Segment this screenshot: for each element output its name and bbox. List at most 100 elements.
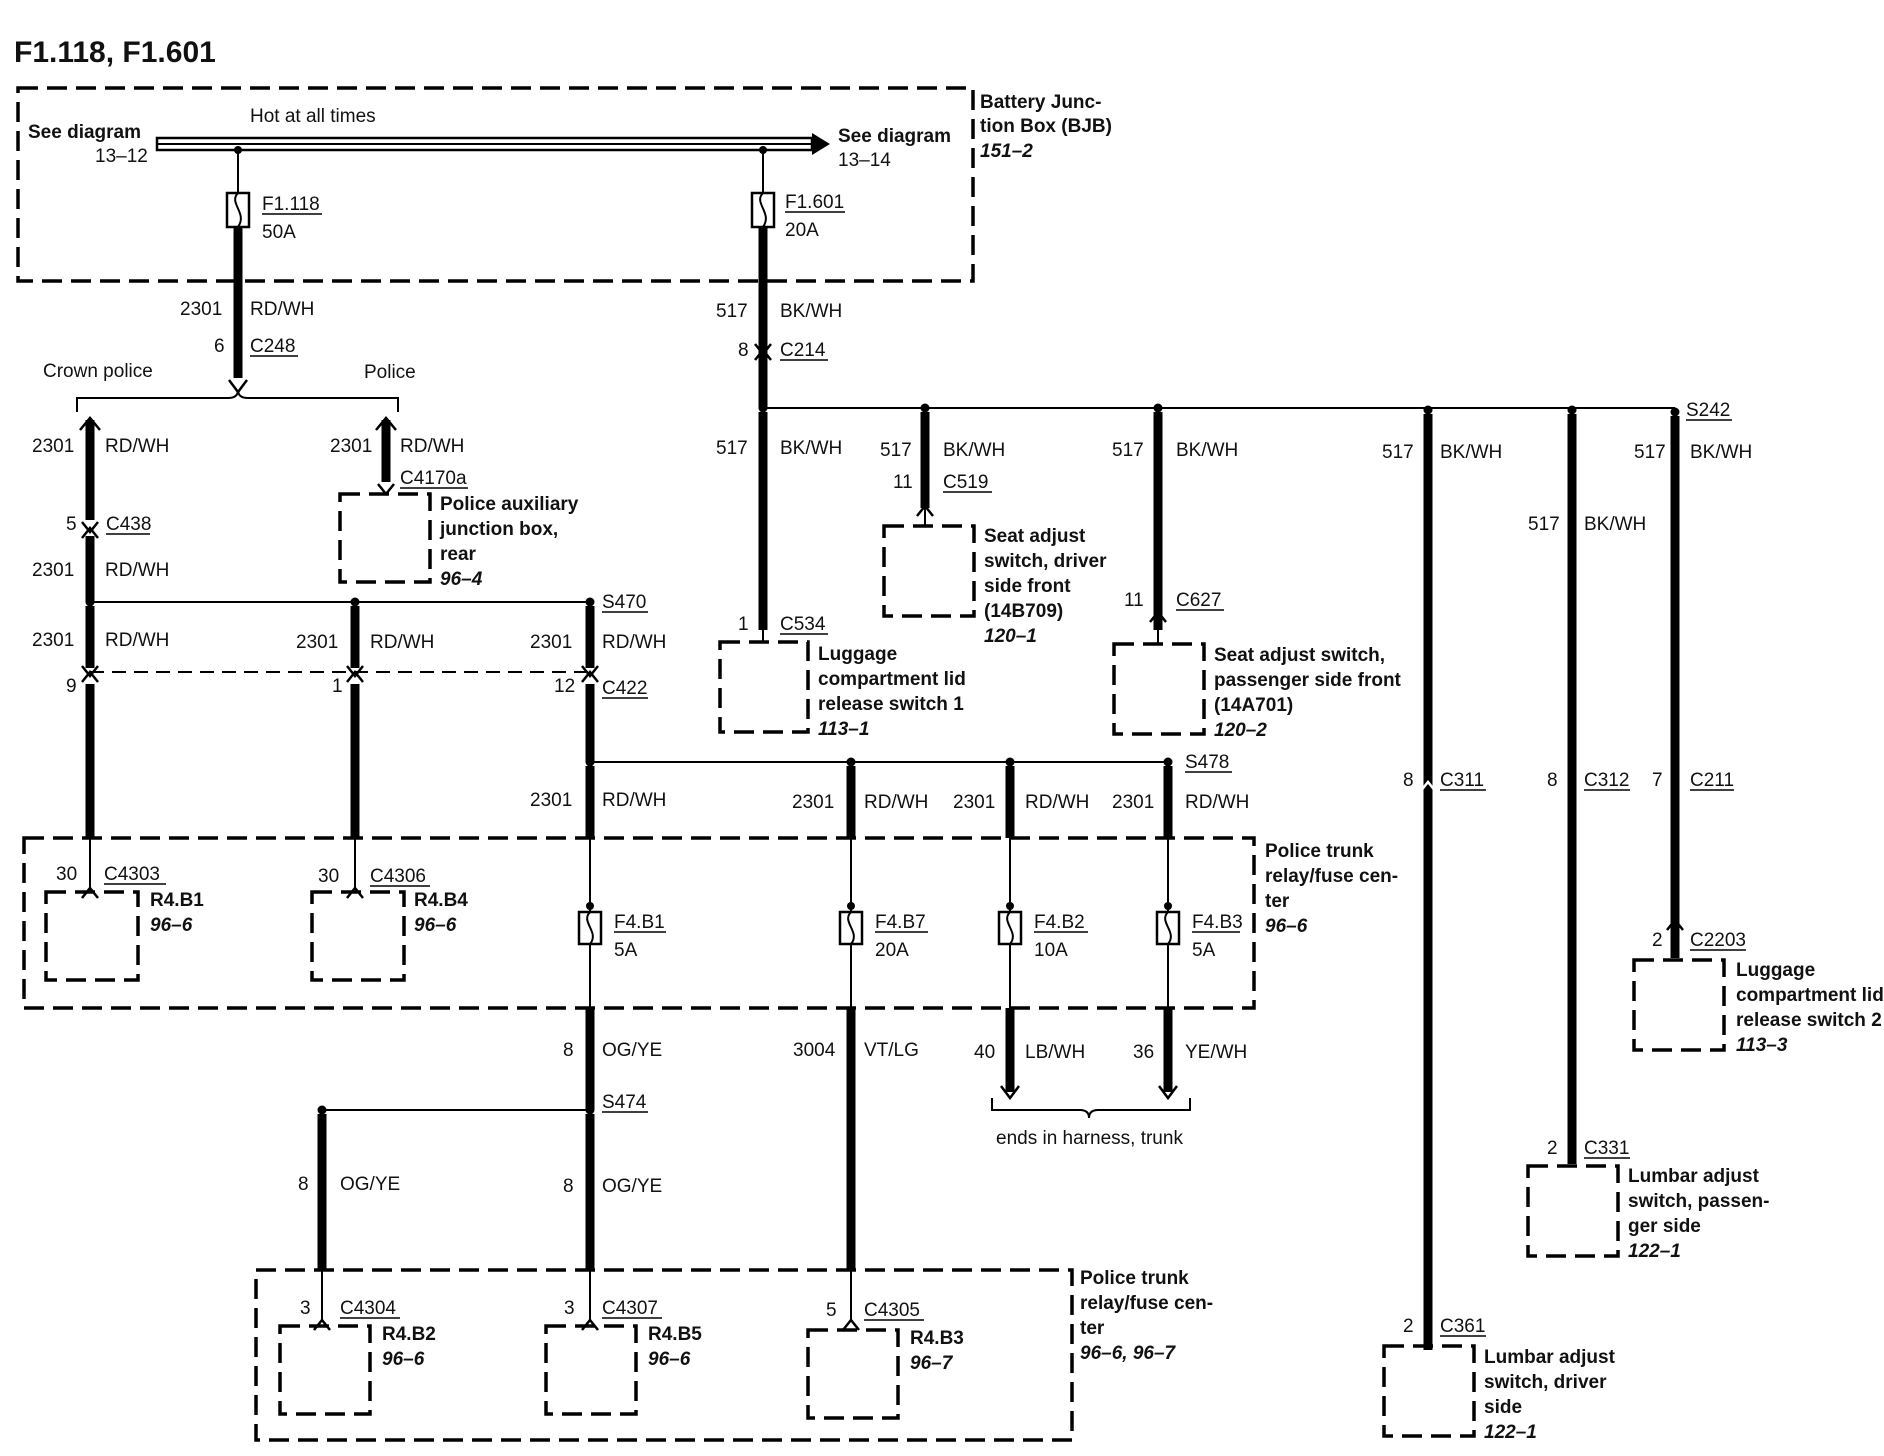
wire-num: 8 (563, 1040, 574, 1061)
luggage-switch-2-label: Luggage compartment lid release switch 2… (1736, 960, 1884, 1056)
c627-id: C627 (1176, 590, 1221, 611)
wire-num: 517 (716, 438, 748, 459)
wire-num: 2301 (32, 436, 74, 457)
wire-color: RD/WH (602, 632, 666, 653)
c312-id: C312 (1584, 770, 1629, 791)
fuse-f4b2-amp: 10A (1034, 940, 1068, 961)
see-diagram-left: See diagram (28, 122, 141, 143)
svg-text:side front: side front (984, 576, 1071, 597)
c4170a-id: C4170a (400, 468, 467, 489)
c534-id: C534 (780, 614, 826, 635)
relay-r4b5-id: R4.B5 (648, 1324, 702, 1345)
svg-text:compartment lid: compartment lid (1736, 985, 1884, 1006)
c211-id: C211 (1690, 770, 1734, 791)
see-diagram-right-ref: 13–14 (838, 150, 891, 171)
wire-num: 2301 (530, 632, 572, 653)
pajb-box (338, 492, 432, 584)
c331-id: C331 (1584, 1138, 1629, 1159)
bus-label: Hot at all times (250, 106, 376, 127)
svg-text:Luggage: Luggage (818, 644, 897, 665)
see-diagram-left-ref: 13–12 (95, 146, 148, 167)
wire-num: 2301 (1112, 792, 1154, 813)
fuse-f1118-symbol (225, 191, 251, 229)
c422-id: C422 (602, 678, 647, 699)
relay-r4b4 (310, 890, 406, 982)
police-trunk-center-2 (254, 1268, 1074, 1442)
svg-text:relay/fuse cen-: relay/fuse cen- (1080, 1293, 1213, 1314)
police-trunk-center-1 (22, 836, 1256, 1010)
ends-in-harness: ends in harness, trunk (996, 1128, 1183, 1149)
svg-text:passenger side front: passenger side front (1214, 670, 1402, 691)
svg-text:compartment lid: compartment lid (818, 669, 966, 690)
relay-r4b3 (806, 1328, 900, 1420)
wire-color: BK/WH (780, 438, 842, 459)
svg-text:switch, driver: switch, driver (984, 551, 1107, 572)
lumbar-switch-passenger-label: Lumbar adjust switch, passen- ger side 1… (1628, 1166, 1770, 1262)
wire-num: 517 (1528, 514, 1560, 535)
relay-r4b1-ref: 96–6 (150, 915, 193, 936)
wire-num: 517 (1112, 440, 1144, 461)
wire-2301-main-num: 2301 (180, 299, 222, 320)
relay-r4b1-id: R4.B1 (150, 890, 204, 911)
c331-pin: 2 (1547, 1138, 1558, 1159)
c4303-pin: 30 (56, 864, 77, 885)
c422-pin-12: 12 (554, 676, 575, 697)
svg-text:ter: ter (1265, 891, 1290, 912)
c4304-id: C4304 (340, 1298, 396, 1319)
c534-pin: 1 (738, 614, 749, 635)
fuse-f4b7-amp: 20A (875, 940, 909, 961)
svg-text:Lumbar adjust: Lumbar adjust (1484, 1347, 1616, 1368)
wire-color: OG/YE (340, 1174, 400, 1195)
c361-pin: 2 (1403, 1316, 1414, 1337)
splice-s242: S242 (1686, 400, 1730, 421)
svg-text:release switch 2: release switch 2 (1736, 1010, 1882, 1031)
svg-text:Seat adjust: Seat adjust (984, 526, 1086, 547)
fuse-f1118-id: F1.118 (262, 194, 320, 215)
see-diagram-right: See diagram (838, 126, 951, 147)
option-brace (76, 389, 399, 412)
svg-text:(14A701): (14A701) (1214, 695, 1293, 716)
wire-2301-main-color: RD/WH (250, 299, 314, 320)
svg-text:ter: ter (1080, 1318, 1105, 1339)
c519-pin: 11 (893, 472, 913, 493)
wire-color: BK/WH (1584, 514, 1646, 535)
wire-num: 8 (298, 1174, 309, 1195)
wire-num: 517 (716, 301, 748, 322)
wire-color: VT/LG (864, 1040, 919, 1061)
fuse-f1118-amp: 50A (262, 222, 296, 243)
wire-num: 2301 (330, 436, 372, 457)
wire-color: RD/WH (105, 436, 169, 457)
pajb-label: Police auxiliary junction box, rear 96–4 (439, 494, 579, 590)
c4304-pin: 3 (300, 1298, 311, 1319)
svg-text:122–1: 122–1 (1484, 1422, 1537, 1443)
svg-text:Luggage: Luggage (1736, 960, 1815, 981)
svg-text:release switch 1: release switch 1 (818, 694, 964, 715)
svg-text:122–1: 122–1 (1628, 1241, 1681, 1262)
svg-text:120–1: 120–1 (984, 626, 1037, 647)
svg-text:Seat adjust switch,: Seat adjust switch, (1214, 645, 1385, 666)
wire-num: 2301 (32, 560, 74, 581)
relay-r4b5-ref: 96–6 (648, 1349, 691, 1370)
seat-switch-driver-label: Seat adjust switch, driver side front (1… (984, 526, 1107, 647)
page-title: F1.118, F1.601 (14, 36, 216, 69)
wire-num: 2301 (32, 630, 74, 651)
svg-text:113–3: 113–3 (1736, 1035, 1788, 1056)
fuse-f4b3-amp: 5A (1192, 940, 1216, 961)
c214-pin: 8 (738, 340, 749, 361)
relay-r4b2-id: R4.B2 (382, 1324, 436, 1345)
wire-num: 517 (1382, 442, 1414, 463)
relay-r4b3-ref: 96–7 (910, 1353, 954, 1374)
luggage-switch-2-box (1632, 958, 1726, 1052)
wire-num: 8 (563, 1176, 574, 1197)
wire-color: YE/WH (1185, 1042, 1247, 1063)
c627-pin: 11 (1124, 590, 1144, 611)
wire-num: 36 (1133, 1042, 1154, 1063)
splice-s478: S478 (1185, 752, 1229, 773)
c438-id: C438 (106, 514, 151, 535)
c438-pin: 5 (66, 514, 77, 535)
wire-color: BK/WH (780, 301, 842, 322)
fuse-f4b1-amp: 5A (614, 940, 638, 961)
seat-switch-driver-box (882, 524, 976, 618)
seat-switch-passenger-box (1112, 642, 1206, 736)
svg-text:151–2: 151–2 (980, 141, 1033, 162)
